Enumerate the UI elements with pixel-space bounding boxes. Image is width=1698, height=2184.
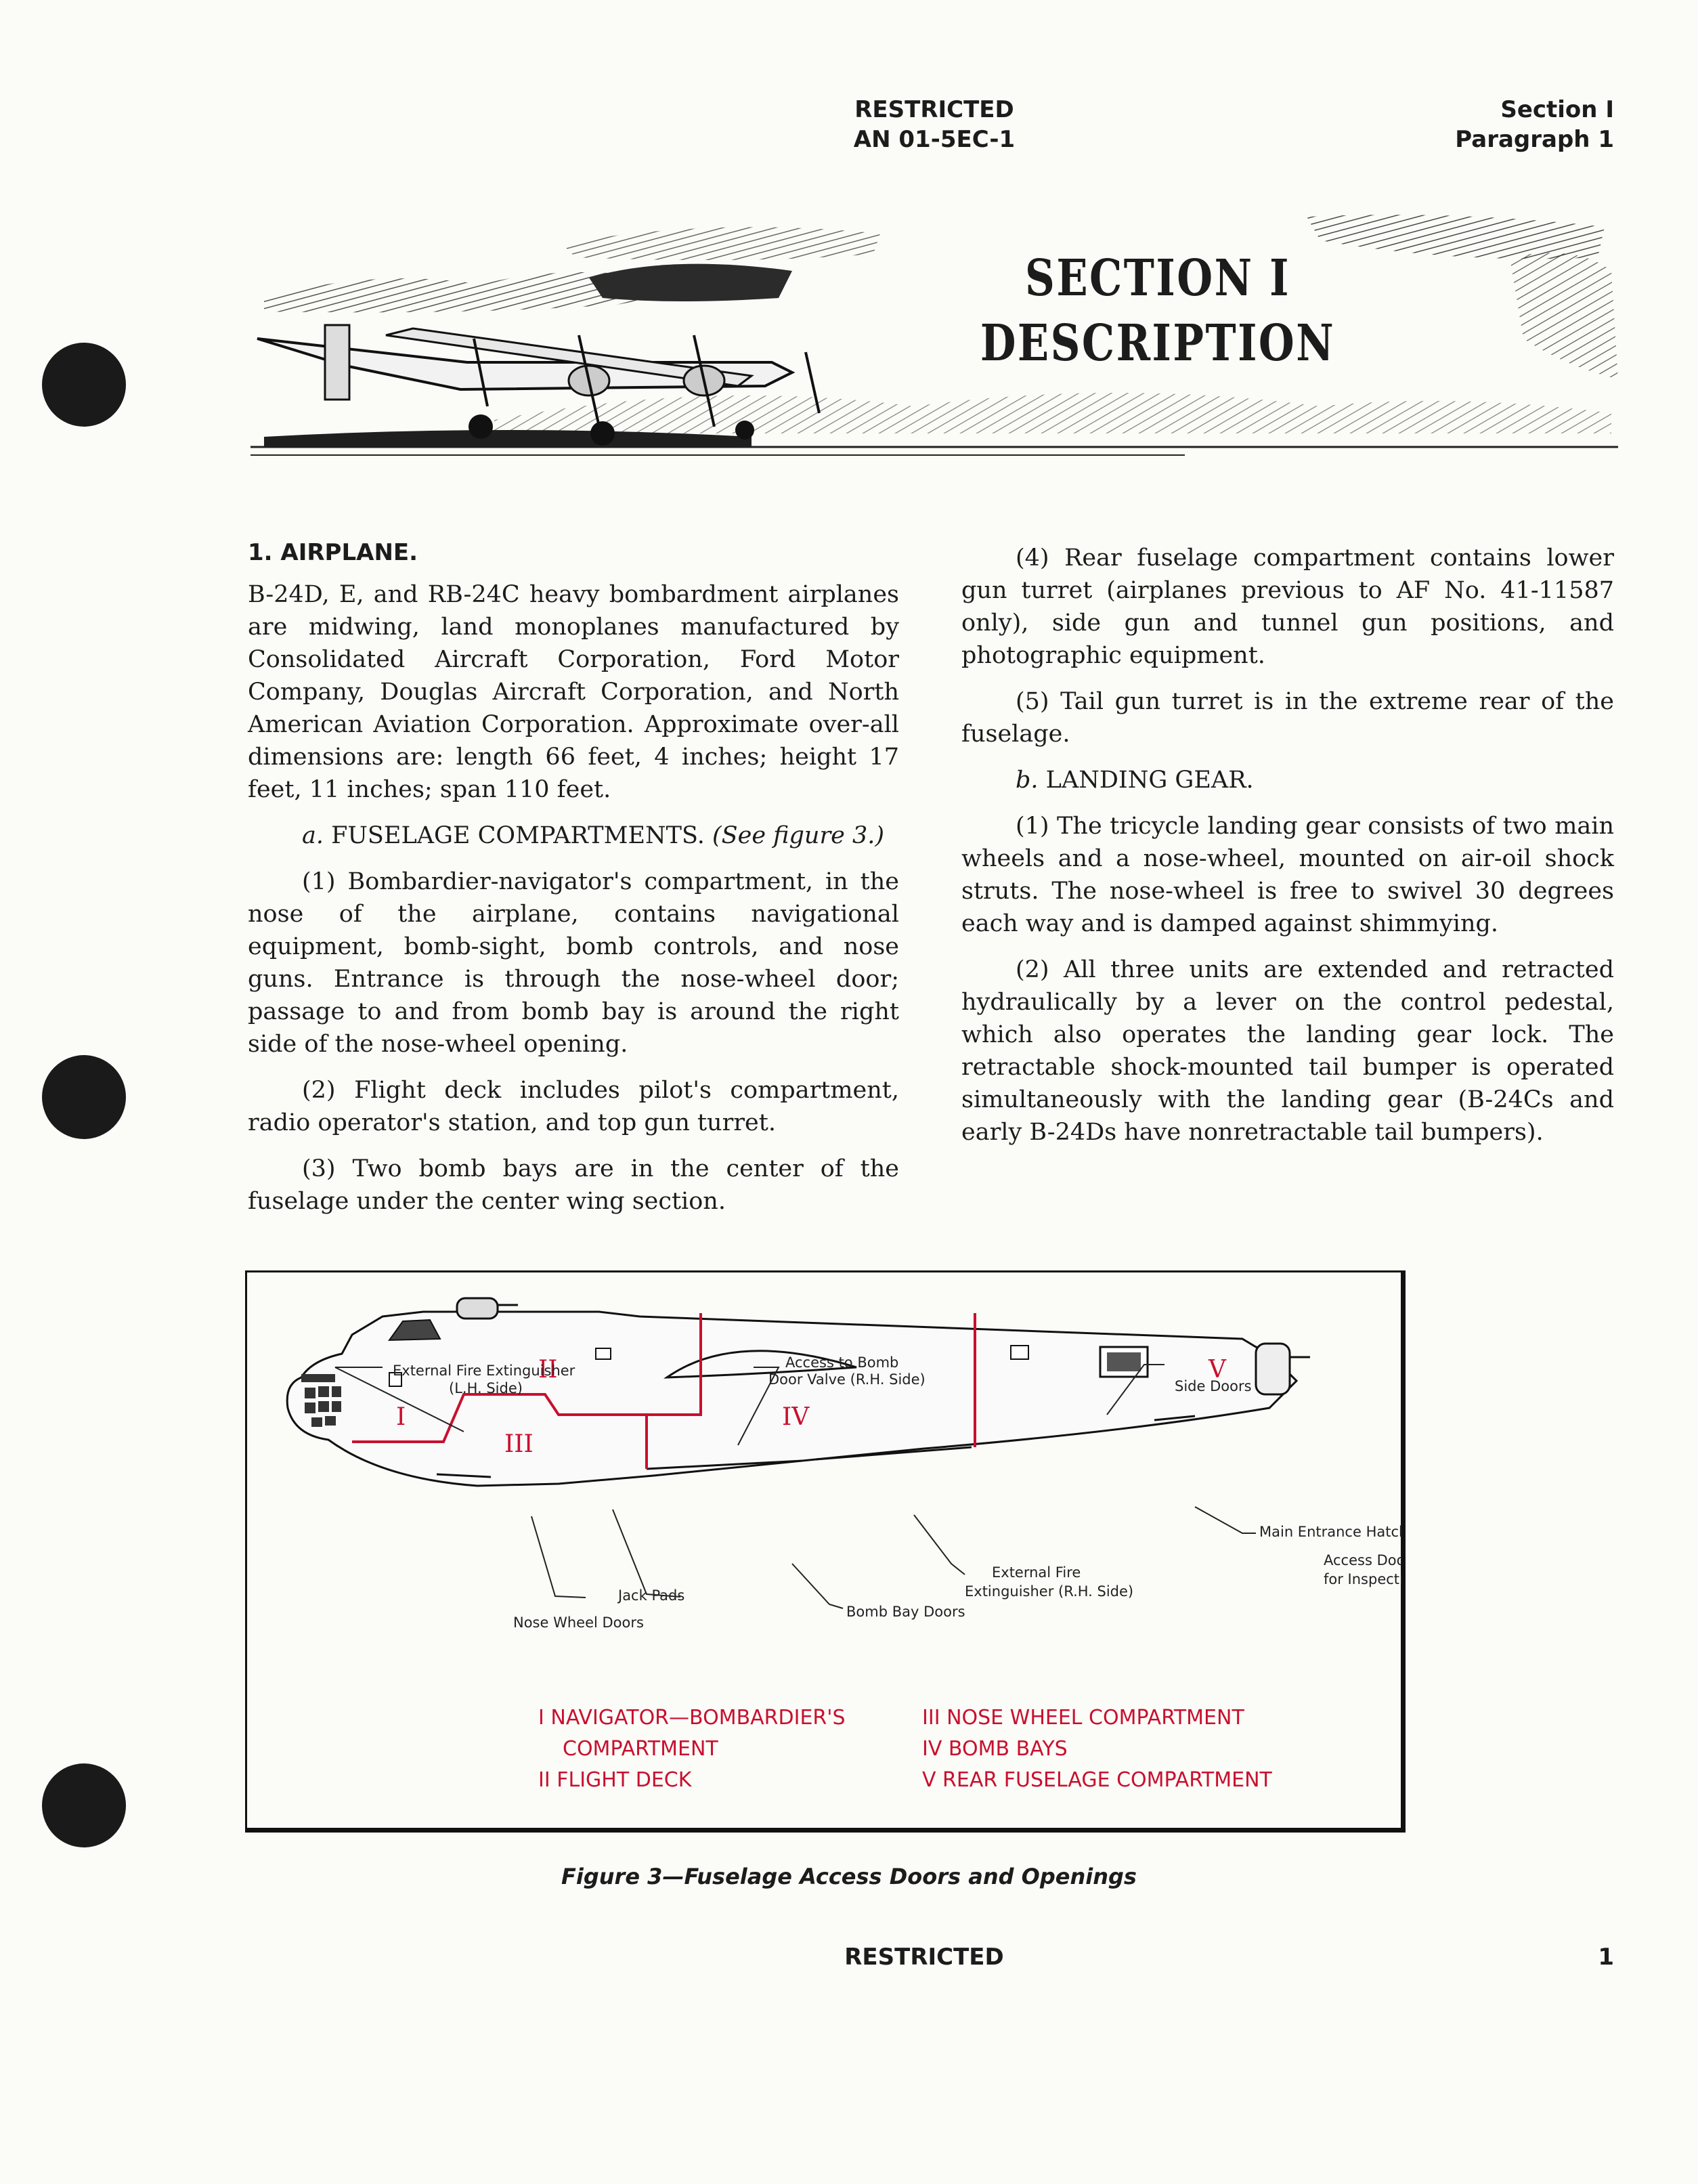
airplane-heading: 1. AIRPLANE. <box>248 539 418 566</box>
nose-glazing <box>301 1374 341 1427</box>
sub-a-letter: a. <box>302 822 324 849</box>
tail-turret <box>1255 1342 1291 1396</box>
sub-b-title: LANDING GEAR. <box>1045 767 1254 794</box>
footer-restricted: RESTRICTED <box>844 1944 1004 1971</box>
section-marker: Section I <box>1500 96 1614 123</box>
right-column: (4) Rear fuselage compartment contains l… <box>961 542 1614 1162</box>
zone-III: III <box>504 1430 534 1458</box>
paragraph-a4: (4) Rear fuselage compartment contains l… <box>961 544 1614 669</box>
binder-hole-top <box>42 343 126 427</box>
paragraph-a3: (3) Two bomb bays are in the center of t… <box>248 1155 899 1215</box>
label-main-entrance: Main Entrance Hatch <box>1259 1524 1401 1540</box>
zone-IV: IV <box>782 1403 810 1431</box>
compartment-boundaries <box>352 1313 976 1469</box>
document-number: AN 01-5EC-1 <box>853 126 1016 153</box>
page-number: 1 <box>1598 1944 1614 1971</box>
sub-a-title: FUSELAGE COMPARTMENTS. <box>331 822 705 849</box>
zone-II: II <box>538 1356 557 1384</box>
legend-item-4: IV BOMB BAYS <box>922 1737 1068 1761</box>
b24-airplane-drawing <box>257 324 821 446</box>
header-center: RESTRICTED AN 01-5EC-1 <box>779 95 1090 154</box>
label-side-doors: Side Doors <box>1175 1378 1252 1394</box>
restricted-marking: RESTRICTED <box>854 96 1014 123</box>
sub-b-letter: b. <box>1016 767 1039 794</box>
section-subtitle: DESCRIPTION <box>963 314 1352 372</box>
zone-I: I <box>396 1403 406 1431</box>
fuselage-diagram: I II III IV V External Fire Extinguisher… <box>286 1297 1401 1631</box>
label-bomb-bay-doors: Bomb Bay Doors <box>846 1604 965 1620</box>
binder-hole-middle <box>42 1055 126 1139</box>
nose-wheel-door <box>436 1473 492 1478</box>
landing-gear-heading: b. LANDING GEAR. <box>961 764 1614 796</box>
bomb-bay-door-aft <box>815 1446 972 1461</box>
airplane-intro-paragraph: B-24D, E, and RB-24C heavy bombardment a… <box>248 581 899 803</box>
wing-root <box>663 1350 857 1379</box>
fuselage-outline <box>286 1310 1299 1487</box>
section-title-line2: DESCRIPTION <box>980 314 1336 372</box>
label-access-bomb-1: Access to Bomb <box>785 1354 898 1371</box>
section-title-line1: SECTION I <box>1025 249 1290 307</box>
label-access-door-2: for Inspection <box>1324 1571 1401 1587</box>
label-ext-fire-rh-1: External Fire <box>992 1564 1081 1581</box>
paragraph-a5: (5) Tail gun turret is in the extreme re… <box>961 688 1614 748</box>
label-ext-fire-lh-1: External Fire Extinguisher <box>393 1363 575 1379</box>
binder-hole-bottom <box>42 1763 126 1847</box>
paragraph-marker: Paragraph 1 <box>1455 126 1614 153</box>
zone-V: V <box>1208 1356 1227 1384</box>
paragraph-a1: (1) Bombardier-navigator's compartment, … <box>248 868 899 1058</box>
label-access-door-1: Access Door <box>1324 1552 1401 1568</box>
label-jack-pads: Jack Pads <box>617 1587 684 1604</box>
legend-item-1: I NAVIGATOR—BOMBARDIER'S <box>538 1706 846 1730</box>
paragraph-b2: (2) All three units are extended and ret… <box>961 956 1614 1146</box>
paragraph-b1: (1) The tricycle landing gear consists o… <box>961 813 1614 937</box>
legend-item-2: II FLIGHT DECK <box>538 1768 692 1792</box>
sub-a-figure-ref: (See figure 3.) <box>712 822 885 849</box>
figure-legend-left: I NAVIGATOR—BOMBARDIER'S COMPARTMENT II … <box>538 1703 846 1796</box>
figure-caption: Figure 3—Fuselage Access Doors and Openi… <box>561 1864 1137 1889</box>
bomb-bay-door-fwd <box>646 1459 803 1470</box>
paragraph-a2: (2) Flight deck includes pilot's compart… <box>248 1077 899 1136</box>
label-access-bomb-2: Door Valve (R.H. Side) <box>768 1371 926 1388</box>
banner-illustration <box>251 215 1618 456</box>
legend-item-5: V REAR FUSELAGE COMPARTMENT <box>922 1768 1272 1792</box>
label-ext-fire-rh-2: Extinguisher (R.H. Side) <box>965 1583 1133 1600</box>
label-nose-wheel-doors: Nose Wheel Doors <box>513 1614 644 1631</box>
left-column: 1. AIRPLANE. B-24D, E, and RB-24C heavy … <box>248 536 899 1231</box>
legend-item-1-cont: COMPARTMENT <box>563 1737 718 1761</box>
main-entrance-hatch <box>1154 1415 1196 1421</box>
label-ext-fire-lh-2: (L.H. Side) <box>449 1380 523 1396</box>
figure-3-frame <box>245 1270 1406 1833</box>
legend-item-3: III NOSE WHEEL COMPARTMENT <box>922 1706 1244 1730</box>
cockpit-glazing <box>388 1319 441 1342</box>
side-window <box>389 1372 402 1387</box>
section-title: SECTION I <box>963 249 1352 307</box>
top-turret <box>456 1297 499 1320</box>
header-right: Section I Paragraph 1 <box>1455 95 1614 154</box>
figure-legend-right: III NOSE WHEEL COMPARTMENT IV BOMB BAYS … <box>922 1703 1272 1796</box>
fuselage-compartments-heading: a. FUSELAGE COMPARTMENTS. (See figure 3.… <box>248 819 899 852</box>
